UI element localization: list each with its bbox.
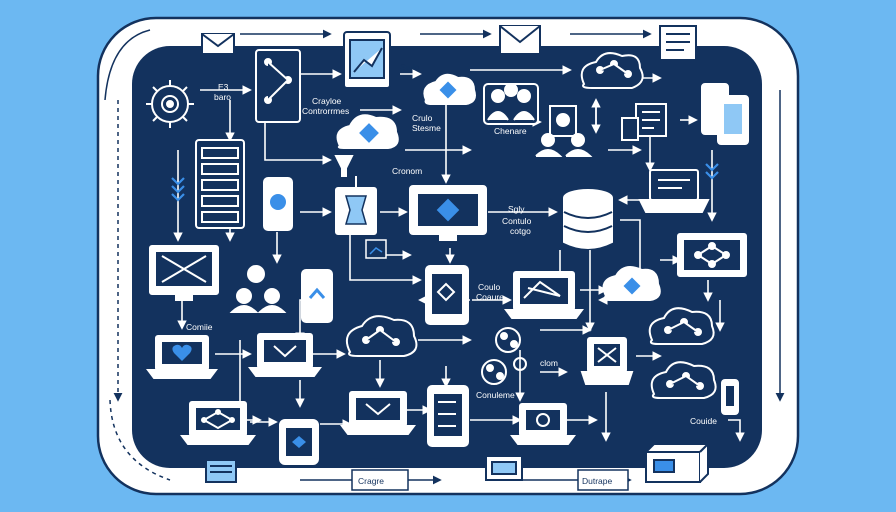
database-icon [563,189,613,249]
label-text: Domu [610,458,633,468]
label-text: Coulo [478,282,500,292]
monitor-icon [149,245,219,301]
phone-icon [263,177,293,231]
server-rack-icon [195,139,245,229]
cloud-icon [602,266,661,301]
network-cloud-icon [580,52,644,89]
users-icon [229,265,287,313]
cloud-icon [336,114,399,149]
envelope-icon [499,25,541,55]
label-text: Chenare [494,126,527,136]
label-text: Controrrmes [302,106,349,116]
phone-icon [301,269,333,323]
document-chart-icon [343,31,391,89]
laptop-icon [340,391,416,435]
label-text: Sgly [508,204,525,214]
label-text: Stesme [412,123,441,133]
phone-icon [425,265,469,325]
network-cloud-icon [648,307,715,345]
laptop-icon [638,169,710,213]
laptop-icon [580,337,634,385]
network-cloud-icon [650,361,717,399]
label-text: E3 [218,82,229,92]
laptop-icon [510,403,576,445]
storage-box-icon [485,455,523,481]
flowchart-card-icon [255,49,301,123]
label-text: Coaure [476,292,504,302]
laptop-icon [248,333,322,377]
outer-ring-connectors [104,29,785,485]
users-icon [483,83,539,125]
tablet-icon [701,83,749,145]
label-text: Contulo [502,216,532,226]
laptop-icon [180,401,256,445]
label-box [351,469,409,491]
network-nodes-icon [481,327,527,385]
tablet-icon [427,385,469,447]
gear-icon [146,80,194,128]
heart-icon [172,344,192,361]
label-text: Crulo [412,113,433,123]
label-text: Cronom [392,166,422,176]
phone-icon [279,419,319,465]
small-chart-icon [365,239,387,259]
label-text: Cragre [358,476,384,486]
label-text: Stulo [400,62,420,72]
document-icon [205,459,237,483]
laptop-icon [504,271,584,319]
process-card-icon [335,176,377,235]
label-text: Couide [690,416,717,426]
label-text: clom [540,358,558,368]
monitor-icon [677,233,747,277]
label-box [577,469,629,491]
cloud-icon [423,73,476,105]
label-text: cotgo [510,226,531,236]
label-text: Comiie [186,322,213,332]
document-icon [621,103,667,141]
users-icon [535,105,593,157]
storage-box-icon [643,441,711,483]
funnel-icon [334,155,354,177]
chevron-down-icon [705,163,719,180]
label-text: baro [214,92,231,102]
phone-icon [721,379,739,415]
label-text: Conuleme [476,390,515,400]
monitor-icon [409,185,487,241]
label-text: Crayloe [312,96,342,106]
chevron-down-icon [171,177,185,202]
document-icon [659,25,697,61]
network-cloud-icon [346,315,418,357]
label-text: Dutrape [582,476,613,486]
envelope-icon [201,33,235,55]
